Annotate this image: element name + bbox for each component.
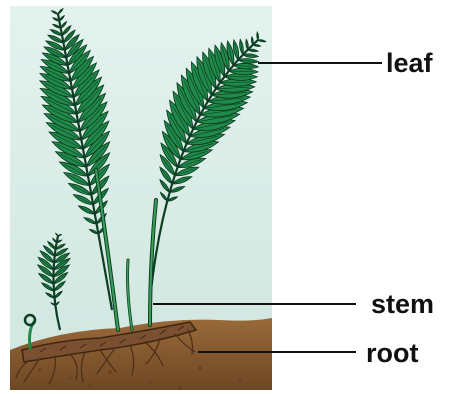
- leaf-label: leaf: [386, 48, 434, 78]
- stem-label: stem: [371, 289, 434, 319]
- root-label: root: [366, 338, 418, 368]
